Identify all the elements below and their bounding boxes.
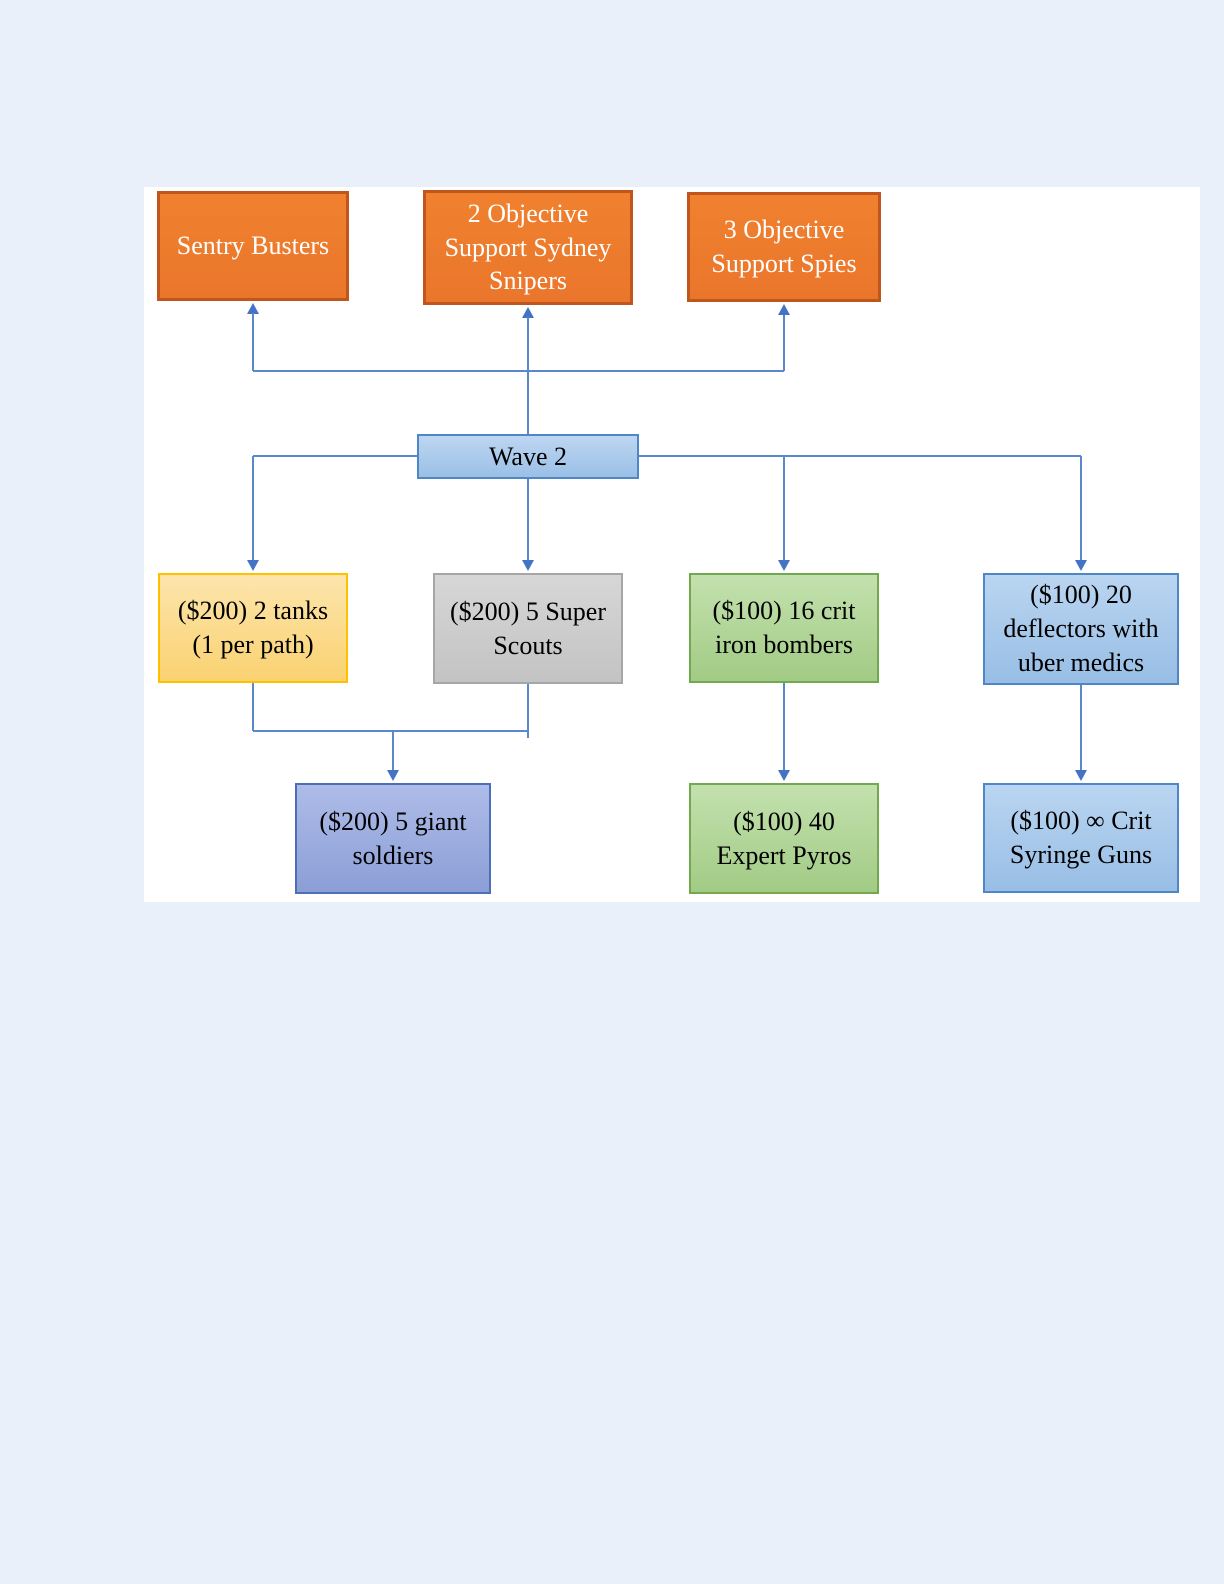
connector-syringe-guns-vline bbox=[1080, 685, 1082, 770]
connector-tanks-vline bbox=[252, 456, 254, 560]
node-tanks: ($200) 2 tanks (1 per path) bbox=[158, 573, 348, 683]
arrowhead-to-giant-soldiers bbox=[387, 770, 399, 781]
node-giant-soldiers-label: ($200) 5 giant soldiers bbox=[319, 806, 467, 870]
arrowhead-to-iron-bombers bbox=[778, 560, 790, 571]
node-objective-spies: 3 Objective Support Spies bbox=[687, 192, 881, 302]
node-deflectors-label: ($100) 20 deflectors with uber medics bbox=[1003, 580, 1159, 677]
node-super-scouts: ($200) 5 Super Scouts bbox=[433, 573, 623, 684]
connector-sydney-snipers-vline bbox=[527, 317, 529, 434]
node-iron-bombers-label: ($100) 16 crit iron bombers bbox=[712, 596, 856, 659]
arrowhead-to-deflectors bbox=[1075, 560, 1087, 571]
node-super-scouts-label: ($200) 5 Super Scouts bbox=[450, 596, 606, 660]
node-sydney-snipers: 2 Objective Support Sydney Snipers bbox=[423, 190, 633, 305]
connector-giant-soldiers-vline bbox=[392, 731, 394, 770]
arrowhead-to-objective-spies bbox=[778, 304, 790, 315]
connector-wave2-right-hline bbox=[639, 455, 1081, 457]
connector-expert-pyros-vline bbox=[783, 683, 785, 770]
arrowhead-to-sentry-busters bbox=[247, 303, 259, 314]
arrowhead-to-tanks bbox=[247, 560, 259, 571]
node-giant-soldiers: ($200) 5 giant soldiers bbox=[295, 783, 491, 894]
connector-deflectors-vline bbox=[1080, 456, 1082, 560]
connector-super-scouts-vline bbox=[527, 479, 529, 560]
connector-sentry-busters-vline bbox=[252, 313, 254, 371]
node-deflectors: ($100) 20 deflectors with uber medics bbox=[983, 573, 1179, 685]
connector-wave2-left-hline bbox=[253, 455, 417, 457]
arrowhead-to-expert-pyros bbox=[778, 770, 790, 781]
diagram-canvas bbox=[144, 187, 1200, 902]
connector-merge-hline bbox=[253, 730, 529, 732]
connector-objective-spies-vline bbox=[783, 315, 785, 371]
node-syringe-guns: ($100) ∞ Crit Syringe Guns bbox=[983, 783, 1179, 893]
arrowhead-to-super-scouts bbox=[522, 560, 534, 571]
node-expert-pyros-label: ($100) 40 Expert Pyros bbox=[716, 806, 852, 870]
node-syringe-guns-label: ($100) ∞ Crit Syringe Guns bbox=[1009, 806, 1153, 869]
node-sentry-busters: Sentry Busters bbox=[157, 191, 349, 301]
node-sentry-busters-label: Sentry Busters bbox=[176, 231, 330, 261]
node-sydney-snipers-label: 2 Objective Support Sydney Snipers bbox=[444, 198, 612, 296]
node-iron-bombers: ($100) 16 crit iron bombers bbox=[689, 573, 879, 683]
node-tanks-label: ($200) 2 tanks (1 per path) bbox=[177, 596, 329, 659]
connector-tanks-down-vline bbox=[252, 683, 254, 731]
arrowhead-to-syringe-guns bbox=[1075, 770, 1087, 781]
node-wave2: Wave 2 bbox=[417, 434, 639, 479]
node-objective-spies-label: 3 Objective Support Spies bbox=[711, 215, 857, 278]
arrowhead-to-sydney-snipers bbox=[522, 307, 534, 318]
node-wave2-label: Wave 2 bbox=[488, 441, 568, 471]
connector-roots-hline bbox=[253, 370, 784, 372]
connector-iron-bombers-vline bbox=[783, 456, 785, 560]
node-expert-pyros: ($100) 40 Expert Pyros bbox=[689, 783, 879, 894]
connector-super-scouts-down-vline bbox=[527, 684, 529, 738]
